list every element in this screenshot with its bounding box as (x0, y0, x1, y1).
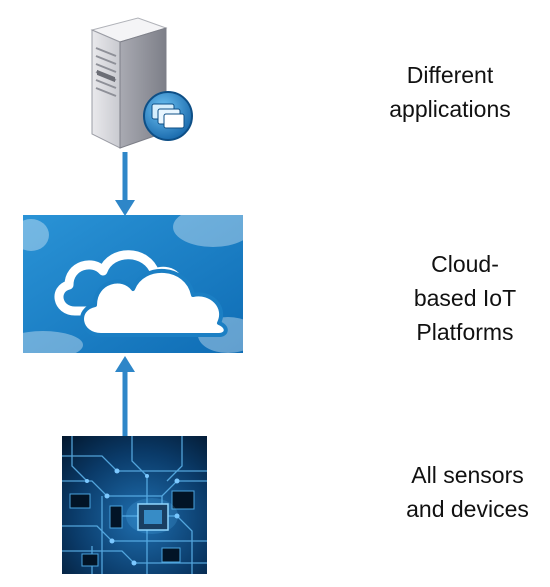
applications-label: Different applications (389, 62, 511, 122)
arrow-devices-to-cloud (115, 356, 135, 436)
server-layer (80, 8, 210, 153)
server-icon (90, 17, 193, 149)
sensors-devices-label: All sensors and devices (406, 462, 529, 522)
circuit-board-icon (62, 436, 207, 574)
cloud-platforms-label: Cloud- based IoT Platforms (413, 251, 517, 345)
devices-layer (62, 436, 207, 574)
arrow-applications-to-cloud (115, 152, 135, 216)
cloud-layer (3, 207, 258, 359)
cloud-icon (3, 207, 258, 359)
